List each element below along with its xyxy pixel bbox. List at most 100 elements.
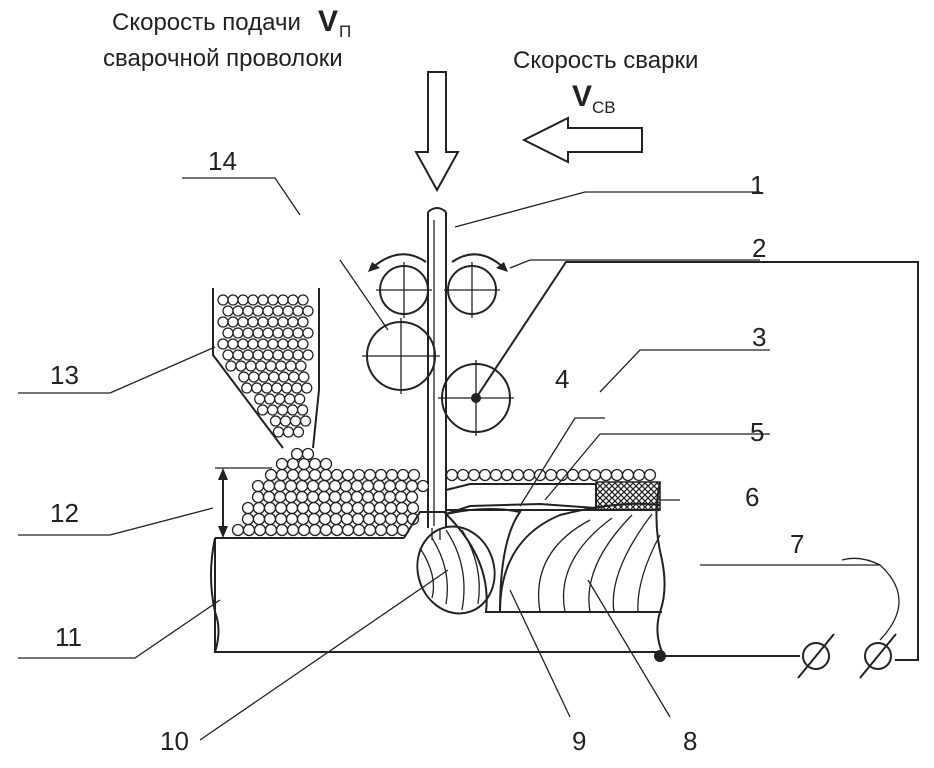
flux-granule (267, 294, 279, 306)
flux-granule (351, 512, 365, 526)
flux-granule (281, 382, 293, 394)
flux-granule (253, 523, 267, 537)
flux-granule (302, 305, 314, 317)
flux-granule (272, 349, 284, 361)
electrode-wire (427, 207, 447, 528)
flux-granule (299, 415, 312, 427)
wire-feed-speed-caption: Скорость подачи V П сварочной проволоки (103, 5, 351, 72)
flux-granule (383, 479, 397, 493)
flux-granule (262, 490, 276, 504)
flux-granule (262, 479, 276, 493)
flux-granule (237, 338, 249, 350)
flux-granule (232, 327, 244, 339)
flux-granule (394, 479, 408, 493)
flux-granule (282, 349, 294, 361)
flux-granule (445, 468, 459, 482)
flux-granule (405, 479, 419, 493)
flux-granule (328, 490, 342, 504)
flux-granule (395, 501, 409, 515)
flux-granule (329, 512, 343, 526)
flux-granule (264, 468, 278, 482)
flux-granule (271, 382, 283, 394)
flux-granule (247, 316, 259, 328)
flux-granule (262, 305, 274, 317)
flux-granule (248, 371, 260, 383)
flux-granule (247, 338, 259, 350)
flux-granule (373, 501, 387, 515)
flux-hopper (212, 288, 320, 449)
flux-granule (406, 501, 420, 515)
flux-granule (407, 468, 421, 482)
flux-granule (319, 523, 333, 537)
flux-granule (252, 305, 264, 317)
label-6: 6 (745, 482, 759, 512)
label-7: 7 (790, 529, 804, 559)
flux-granule (222, 349, 234, 361)
flux-granule (339, 479, 353, 493)
flux-granule (372, 479, 386, 493)
flux-granule (251, 479, 265, 493)
svg-text:V: V (318, 5, 338, 38)
power-circuit (475, 261, 919, 662)
flux-granule (287, 316, 299, 328)
svg-text:V: V (572, 80, 592, 113)
welding-speed-caption: Скорость сварки V СВ (513, 47, 698, 117)
flux-granule (341, 523, 355, 537)
flux-granule (319, 468, 333, 482)
flux-granule (227, 294, 239, 306)
flux-granule (319, 457, 333, 471)
flux-granule (308, 457, 322, 471)
flux-granule (372, 490, 386, 504)
flux-granule (238, 371, 250, 383)
flux-granule (292, 349, 304, 361)
flux-granule (284, 490, 298, 504)
flux-granule (291, 382, 303, 394)
label-13: 13 (50, 360, 79, 390)
flux-granule (489, 468, 503, 482)
guide-rollers (362, 318, 514, 436)
label-9: 9 (572, 726, 586, 756)
label-14: 14 (208, 146, 237, 176)
flux-granule (467, 468, 481, 482)
flux-granule (385, 468, 399, 482)
flux-granule (262, 327, 274, 339)
flux-granule (500, 468, 514, 482)
flux-granule (588, 468, 602, 482)
flux-granule (362, 512, 376, 526)
flux-granule (297, 523, 311, 537)
flux-granule (242, 349, 254, 361)
flux-granule (318, 512, 332, 526)
flux-granule (405, 490, 419, 504)
flux-granule (252, 349, 264, 361)
leader-lines (18, 177, 880, 741)
flux-granule (363, 523, 377, 537)
flux-granule (275, 457, 289, 471)
flux-granule (241, 382, 253, 394)
flux-granule (296, 501, 310, 515)
flux-granule (306, 479, 320, 493)
flux-granule (231, 523, 245, 537)
flux-granule (307, 501, 321, 515)
flux-granule (374, 468, 388, 482)
flux-granule (330, 468, 344, 482)
feed-rollers (368, 253, 508, 318)
flux-granule (297, 316, 309, 328)
flux-granule (290, 447, 304, 461)
label-12: 12 (50, 498, 79, 528)
flux-granule (308, 468, 322, 482)
flux-granule (298, 371, 310, 383)
flux-granule (254, 393, 266, 405)
flux-granule (272, 305, 284, 317)
flux-granule (274, 393, 286, 405)
flux-granule (383, 490, 397, 504)
flux-granule (273, 479, 287, 493)
flux-granule (340, 512, 354, 526)
flux-granule (302, 349, 314, 361)
flux-granule (252, 512, 266, 526)
flux-granule (456, 468, 470, 482)
flux-granule (297, 457, 311, 471)
flux-granule (286, 523, 300, 537)
flux-granule (341, 468, 355, 482)
flux-granule (295, 490, 309, 504)
flux-granule (285, 501, 299, 515)
